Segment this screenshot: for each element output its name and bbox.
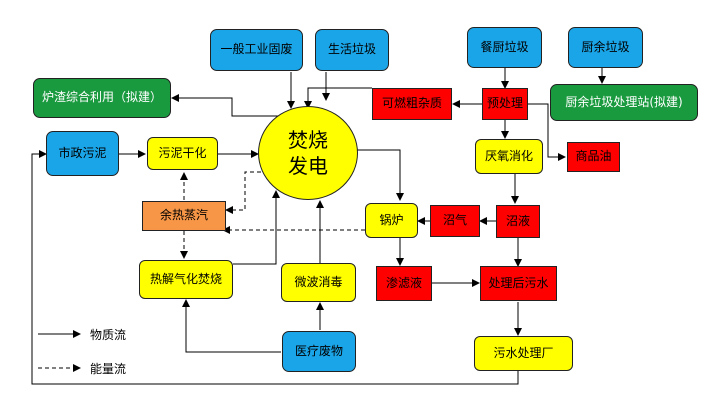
node-industrial-waste: 一般工业固废 bbox=[210, 29, 303, 71]
power-label: 发电 bbox=[288, 154, 328, 178]
node-kitchen-station: 厨余垃圾处理站(拟建) bbox=[550, 84, 698, 121]
node-pretreatment: 预处理 bbox=[482, 88, 528, 120]
node-anaerobic-digestion: 厌氧消化 bbox=[475, 139, 543, 174]
edge-incineration-to-leachate bbox=[355, 149, 404, 201]
node-leachate: 渗滤液 bbox=[376, 266, 432, 301]
edge-incineration-to-steam bbox=[225, 171, 268, 214]
edge-pretreatment-to-oil bbox=[528, 103, 566, 161]
edge-sewage-to-municipal bbox=[31, 150, 519, 385]
edge-medical-to-pyrolysis bbox=[182, 299, 281, 353]
node-microwave: 微波消毒 bbox=[281, 263, 356, 302]
node-boiler: 锅炉 bbox=[365, 203, 418, 238]
edge-pyrolysis-to-incineration bbox=[233, 190, 280, 265]
legend-energy-flow: 能量流 bbox=[90, 362, 127, 376]
node-sludge-drying: 污泥干化 bbox=[147, 137, 218, 170]
node-domestic-waste: 生活垃圾 bbox=[315, 29, 389, 71]
node-medical-waste: 医疗废物 bbox=[282, 331, 356, 372]
node-municipal-sludge: 市政污泥 bbox=[46, 131, 119, 176]
legend-material-flow: 物质流 bbox=[90, 328, 127, 342]
node-pyrolysis: 热解气化焚烧 bbox=[139, 260, 233, 299]
node-commercial-oil: 商品油 bbox=[567, 142, 620, 172]
node-restaurant-waste: 餐厨垃圾 bbox=[467, 27, 542, 68]
node-incineration-power: 焚烧 发电 bbox=[258, 106, 358, 200]
incineration-label: 焚烧 bbox=[288, 128, 328, 152]
node-digestate: 沼液 bbox=[496, 205, 540, 238]
edge-combustible-to-incineration bbox=[304, 87, 372, 109]
node-waste-heat-steam: 余热蒸汽 bbox=[142, 201, 226, 231]
edge-incineration-to-slag bbox=[171, 94, 286, 117]
node-combustible-impurities: 可燃粗杂质 bbox=[372, 88, 452, 120]
node-treated-sewage: 处理后污水 bbox=[480, 266, 557, 301]
node-kitchen-waste: 厨余垃圾 bbox=[568, 27, 643, 68]
node-biogas: 沼气 bbox=[430, 205, 480, 237]
node-sewage-plant: 污水处理厂 bbox=[474, 336, 573, 371]
node-slag-utilization: 炉渣综合利用（拟建） bbox=[33, 78, 171, 118]
